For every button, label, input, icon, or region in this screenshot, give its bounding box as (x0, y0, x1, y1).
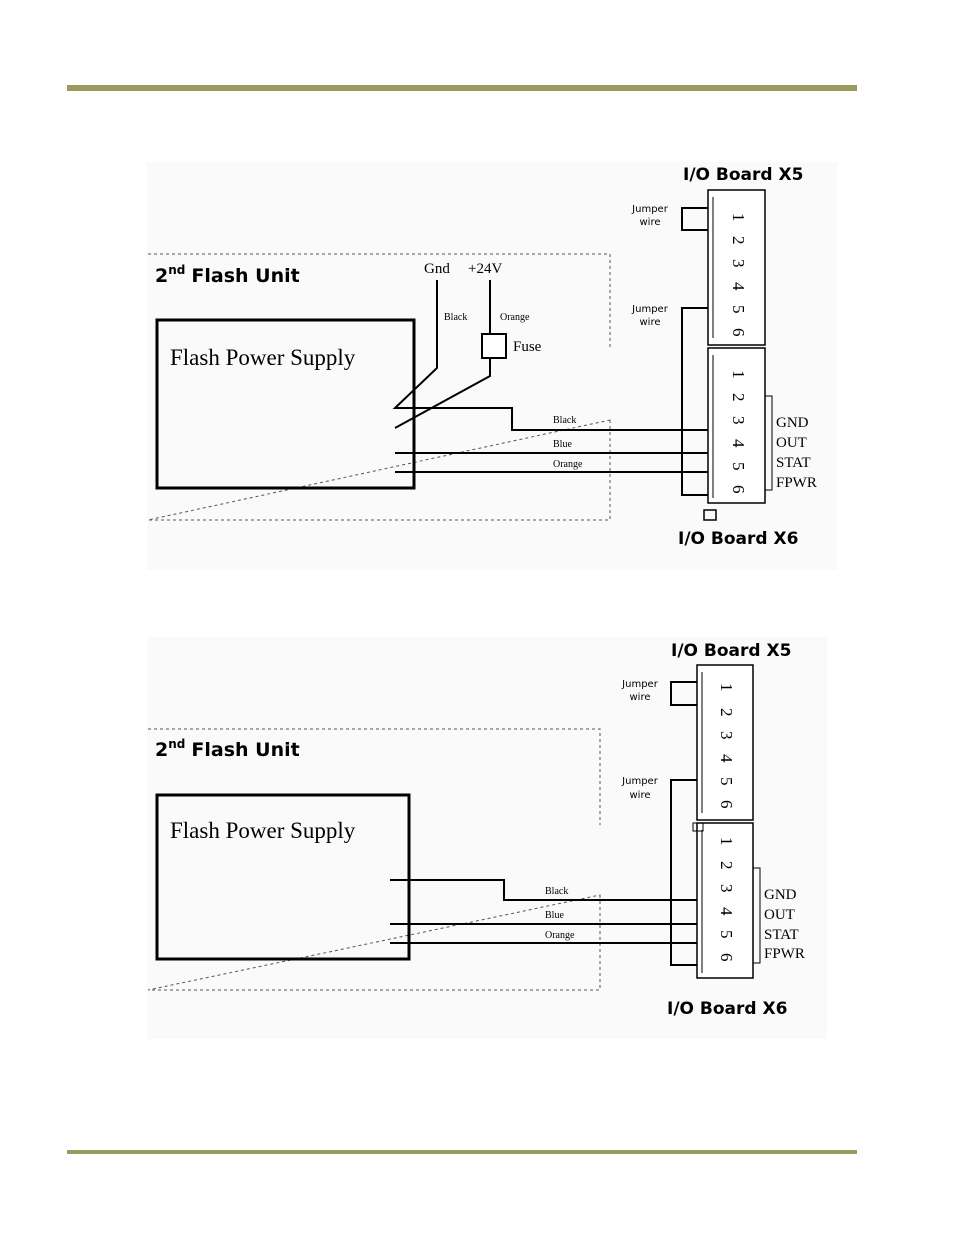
x5-pin-numbers: 1 2 3 4 5 6 (717, 683, 736, 809)
x5-pin-1: 1 (729, 213, 748, 222)
x6-pin-6: 6 (717, 953, 736, 962)
x6-label: I/O Board X6 (667, 999, 787, 1019)
x5-pin-5: 5 (717, 777, 736, 786)
x5-connector (707, 189, 766, 346)
x6-pin-4: 4 (717, 907, 736, 916)
signal-gnd: GND (764, 887, 797, 903)
x6-pin-3: 3 (717, 884, 736, 893)
supply-wire-lower (394, 358, 491, 429)
jumper-bottom-label-2: wire (629, 790, 650, 801)
x5-pin-6: 6 (717, 800, 736, 809)
jumper-wire-top (681, 207, 708, 231)
wire-label-black: Black (545, 886, 568, 897)
jumper-wire-top (670, 681, 697, 706)
wire-label-orange: Orange (553, 459, 583, 470)
x6-connector-tab (703, 509, 717, 521)
signal-fpwr: FPWR (764, 946, 805, 962)
x6-connector (707, 347, 766, 504)
x6-pin-numbers: 1 2 3 4 5 6 (729, 370, 748, 494)
wire-label-orange: Orange (545, 930, 575, 941)
signal-stat: STAT (776, 455, 811, 471)
wire-label-blue: Blue (553, 439, 572, 450)
footer-rule (67, 1150, 857, 1154)
x5-pin-6: 6 (729, 328, 748, 337)
x6-pin-5: 5 (729, 462, 748, 471)
x6-pin-2: 2 (729, 393, 748, 402)
jumper-top-label-2: wire (629, 692, 650, 703)
jumper-bottom-label-2: wire (639, 317, 660, 328)
x5-pin-3: 3 (729, 259, 748, 268)
signal-out: OUT (776, 435, 807, 451)
signal-stat: STAT (764, 927, 799, 943)
black-ground-wire (392, 280, 708, 431)
black-wire (390, 879, 697, 901)
header-rule (67, 85, 857, 91)
x6-pin-6: 6 (729, 485, 748, 494)
x5-connector (696, 664, 754, 821)
jumper-bottom-label-1: Jumper (621, 776, 659, 787)
signal-bracket (765, 395, 773, 491)
flash-unit-boundary (147, 253, 611, 521)
x6-pin-1: 1 (717, 837, 736, 846)
gnd-label: Gnd (424, 261, 450, 277)
signal-out: OUT (764, 907, 795, 923)
fuse-label: Fuse (513, 339, 542, 355)
x6-connector (696, 822, 754, 979)
x6-pin-3: 3 (729, 416, 748, 425)
wire-label-blue: Blue (545, 910, 564, 921)
power-supply-label: Flash Power Supply (170, 818, 356, 843)
fuse-box (481, 333, 507, 359)
x6-pin-4: 4 (729, 439, 748, 448)
x5-pin-3: 3 (717, 731, 736, 740)
flash-power-supply-box (155, 793, 411, 961)
x5-label: I/O Board X5 (683, 165, 803, 185)
jumper-top-label-1: Jumper (631, 204, 669, 215)
power-supply-label: Flash Power Supply (170, 345, 356, 370)
v24-wire-color-label: Orange (500, 312, 530, 323)
jumper-top-label-2: wire (639, 217, 660, 228)
v24-label: +24V (468, 261, 502, 277)
x6-pin-5: 5 (717, 930, 736, 939)
x5-pin-1: 1 (717, 683, 736, 692)
x5-pin-4: 4 (717, 754, 736, 763)
x6-pin-2: 2 (717, 861, 736, 870)
jumper-top-label-1: Jumper (621, 679, 659, 690)
x5-pin-4: 4 (729, 282, 748, 291)
signal-bracket (753, 867, 761, 964)
x5-label: I/O Board X5 (671, 641, 791, 661)
x5-pin-2: 2 (717, 708, 736, 717)
flash-unit-boundary (147, 728, 601, 991)
x5-pin-2: 2 (729, 236, 748, 245)
wire-label-black: Black (553, 415, 576, 426)
jumper-wire-bottom (681, 307, 708, 496)
x6-pin-numbers: 1 2 3 4 5 6 (717, 837, 736, 962)
x5-pin-numbers: 1 2 3 4 5 6 (729, 213, 748, 337)
gnd-wire-color-label: Black (444, 312, 467, 323)
signal-fpwr: FPWR (776, 475, 817, 491)
signal-gnd: GND (776, 415, 809, 431)
flash-power-supply-box (155, 318, 416, 490)
x6-connector-tab (692, 822, 704, 832)
x6-label: I/O Board X6 (678, 529, 798, 549)
x5-pin-5: 5 (729, 305, 748, 314)
jumper-wire-bottom (670, 779, 697, 966)
jumper-bottom-label-1: Jumper (631, 304, 669, 315)
x6-pin-1: 1 (729, 370, 748, 379)
